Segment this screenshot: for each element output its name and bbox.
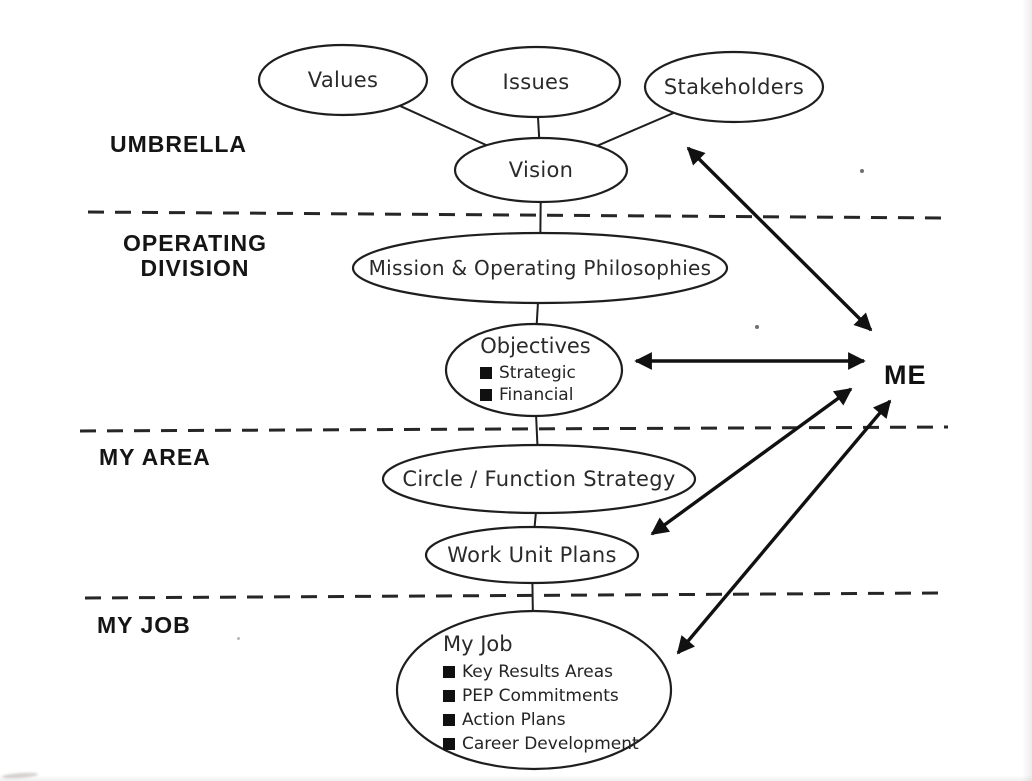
objectives-bullet-item: Financial <box>480 384 613 406</box>
band-label-my-job: MY JOB <box>97 612 191 638</box>
arrow-vision-me <box>686 146 873 332</box>
bullet-square-icon <box>443 738 455 750</box>
bullet-square-icon <box>443 714 455 726</box>
my-job-bullet-item: Key Results Areas <box>443 660 653 684</box>
bullet-square-icon <box>480 367 492 379</box>
band-label-operating-division: OPERATING DIVISION <box>123 231 267 281</box>
my-job-bullet-label: Action Plans <box>462 710 566 730</box>
my-job-bullet-item: PEP Commitments <box>443 684 653 708</box>
scan-speck <box>237 637 240 640</box>
circle-strategy-label: Circle / Function Strategy <box>402 467 676 491</box>
arrow-workunit-me <box>650 387 853 536</box>
band-label-my-area: MY AREA <box>99 444 211 470</box>
band-divider-umbrella <box>87 210 946 220</box>
vision-ellipse <box>453 136 629 204</box>
issues-label: Issues <box>502 70 570 94</box>
values-ellipse <box>257 43 429 117</box>
my-job-bullet-label: Career Development <box>462 734 639 754</box>
issues-ellipse <box>450 45 622 119</box>
band-divider-myarea <box>84 591 944 600</box>
my-job-bullet-item: Career Development <box>443 732 653 756</box>
band-label-operating-line1: OPERATING <box>122 230 268 256</box>
my-job-bullet-item: Action Plans <box>443 708 653 732</box>
my-job-title: My Job <box>443 632 513 656</box>
me-label: ME <box>884 360 927 390</box>
bullet-square-icon <box>443 690 455 702</box>
my-job-content: My Job Key Results Areas PEP Commitments… <box>443 632 653 756</box>
objectives-title: Objectives <box>480 334 591 358</box>
band-label-operating-line2: DIVISION <box>140 255 250 281</box>
objectives-bullet-label: Financial <box>499 385 574 405</box>
stakeholders-ellipse <box>643 50 825 124</box>
my-job-bullet-label: Key Results Areas <box>462 662 613 682</box>
objectives-bullet-item: Strategic <box>480 362 613 384</box>
my-job-bullet-label: PEP Commitments <box>462 686 619 706</box>
bullet-square-icon <box>480 389 492 401</box>
work-unit-plans-ellipse <box>424 525 640 585</box>
objectives-content: Objectives Strategic Financial <box>458 334 613 406</box>
arrow-myjob-me <box>676 399 892 655</box>
scan-speck <box>860 169 864 173</box>
work-unit-plans-label: Work Unit Plans <box>447 543 617 567</box>
band-label-umbrella: UMBRELLA <box>110 131 248 157</box>
bullet-square-icon <box>443 666 455 678</box>
scan-speck <box>755 325 759 329</box>
scan-edge-right <box>1022 0 1032 781</box>
values-label: Values <box>307 68 379 92</box>
my-job-ellipse <box>395 609 673 771</box>
objectives-bullet-label: Strategic <box>499 363 576 383</box>
vision-label: Vision <box>508 158 574 182</box>
stakeholders-label: Stakeholders <box>663 75 805 99</box>
band-divider-division <box>79 425 949 433</box>
scan-edge-bottom <box>0 775 1032 781</box>
mission-label: Mission & Operating Philosophies <box>368 256 712 280</box>
